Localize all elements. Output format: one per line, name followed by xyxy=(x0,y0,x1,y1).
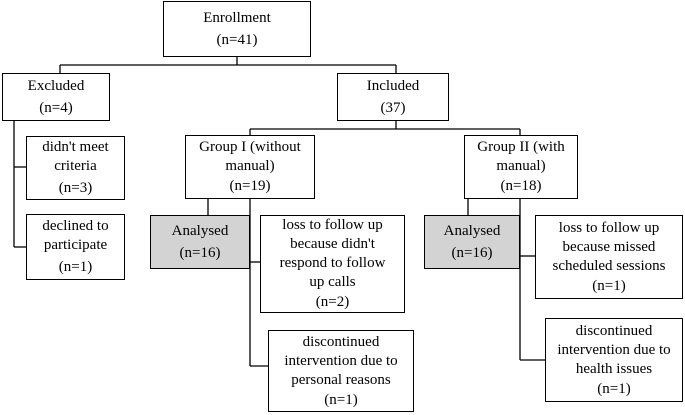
group2-box: Group II (with manual) (n=18) xyxy=(464,135,578,199)
group1-lost-line-1: loss to follow up xyxy=(282,217,383,233)
group1-lost-line-2: because didn't xyxy=(290,236,375,252)
group2-lost-line-1: loss to follow up xyxy=(558,219,660,236)
group1-count: (n=19) xyxy=(229,178,271,194)
included-count: (37) xyxy=(380,99,406,116)
included-title: Included xyxy=(366,77,420,94)
excluded-criteria-line-2: criteria xyxy=(54,158,97,174)
included-box: Included (37) xyxy=(337,73,449,121)
group2-analysed-box: Analysed (n=16) xyxy=(424,215,520,269)
group2-line-1: Group II (with xyxy=(477,139,565,155)
group1-line-1: Group I (without xyxy=(199,139,301,155)
group1-discontinued-line-3: personal reasons xyxy=(291,371,391,388)
group2-count: (n=18) xyxy=(500,178,542,194)
excluded-declined-box: declined to participate (n=1) xyxy=(26,214,125,280)
group2-discontinued-line-3: health issues xyxy=(575,360,653,377)
group1-box: Group I (without manual) (n=19) xyxy=(185,135,315,199)
excluded-count: (n=4) xyxy=(39,99,73,116)
enrollment-count: (n=41) xyxy=(216,31,258,48)
group2-discontinued-count: (n=1) xyxy=(597,380,631,397)
excluded-criteria-count: (n=3) xyxy=(58,180,93,196)
group1-discontinued-line-1: discontinued xyxy=(302,333,380,350)
group1-lost-line-3: respond to follow xyxy=(279,255,386,271)
group2-lost-count: (n=1) xyxy=(592,277,626,294)
excluded-declined-line-1: declined to xyxy=(42,218,109,234)
excluded-box: Excluded (n=4) xyxy=(2,73,110,121)
group2-discontinued-box: discontinued intervention due to health … xyxy=(545,318,683,402)
excluded-criteria-line-1: didn't meet xyxy=(42,139,109,155)
group2-line-2: manual) xyxy=(496,158,546,174)
group1-analysed-count: (n=16) xyxy=(179,244,221,261)
group2-analysed-count: (n=16) xyxy=(451,244,493,261)
enrollment-box: Enrollment (n=41) xyxy=(163,1,311,57)
group2-analysed-title: Analysed xyxy=(443,222,501,239)
excluded-criteria-box: didn't meet criteria (n=3) xyxy=(26,136,125,200)
enrollment-title: Enrollment xyxy=(203,9,271,26)
group1-discontinued-line-2: intervention due to xyxy=(284,352,398,369)
group2-lost-line-2: because missed xyxy=(562,238,656,255)
group1-analysed-title: Analysed xyxy=(171,222,229,239)
group1-discontinued-count: (n=1) xyxy=(324,391,358,408)
excluded-declined-line-2: participate xyxy=(43,237,108,253)
group1-lost-box: loss to follow up because didn't respond… xyxy=(260,215,405,313)
group2-lost-line-3: scheduled sessions xyxy=(552,257,666,274)
group1-discontinued-box: discontinued intervention due to persona… xyxy=(268,330,414,412)
excluded-declined-count: (n=1) xyxy=(58,259,93,275)
group2-lost-box: loss to follow up because missed schedul… xyxy=(535,215,683,299)
group2-discontinued-line-1: discontinued xyxy=(575,322,653,339)
excluded-title: Excluded xyxy=(27,77,85,94)
group1-line-2: manual) xyxy=(225,158,275,174)
group1-analysed-box: Analysed (n=16) xyxy=(150,215,250,269)
group1-lost-count: (n=2) xyxy=(315,294,350,310)
group2-discontinued-line-2: intervention due to xyxy=(557,341,671,358)
group1-lost-line-4: up calls xyxy=(309,274,356,290)
